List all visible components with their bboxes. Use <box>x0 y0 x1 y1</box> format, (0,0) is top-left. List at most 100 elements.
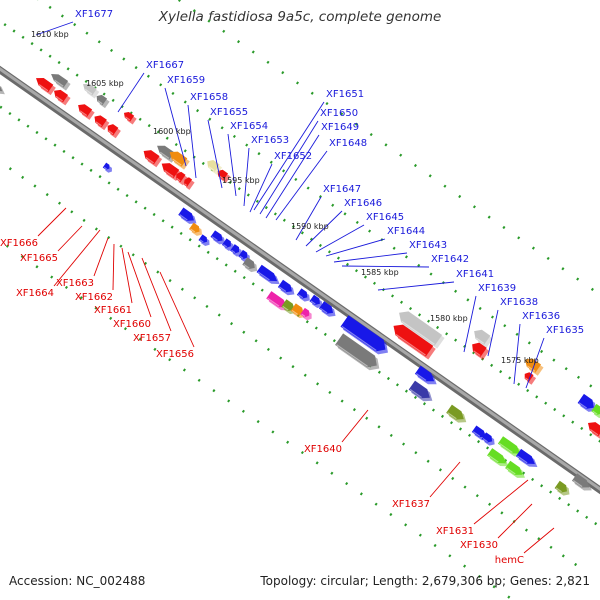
gene-feature[interactable] <box>51 74 71 91</box>
forward-gene-label[interactable]: XF1651 <box>326 89 364 100</box>
reverse-gene-label[interactable]: hemC <box>495 555 524 566</box>
gene-feature[interactable] <box>198 234 210 247</box>
gene-feature[interactable] <box>0 76 5 95</box>
forward-gene-label[interactable]: XF1667 <box>146 60 184 71</box>
reverse-gene-label[interactable]: XF1640 <box>304 444 342 455</box>
reverse-gene-label[interactable]: XF1663 <box>56 278 94 289</box>
gene-feature[interactable] <box>256 264 280 285</box>
gene-highlight <box>592 410 598 415</box>
gene-feature[interactable] <box>393 324 436 360</box>
gene-feature[interactable] <box>515 448 538 467</box>
gene-feature[interactable] <box>96 94 110 109</box>
forward-gene-label[interactable]: XF1652 <box>274 151 312 162</box>
gene-body <box>210 230 223 242</box>
gene-feature[interactable] <box>399 311 445 349</box>
forward-gene-label[interactable]: XF1638 <box>500 297 538 308</box>
gene-feature[interactable] <box>210 230 226 245</box>
reverse-gene-label[interactable]: XF1661 <box>94 305 132 316</box>
reverse-gene-label[interactable]: XF1637 <box>392 499 430 510</box>
gene-feature[interactable] <box>123 111 137 125</box>
forward-gene-label[interactable]: XF1641 <box>456 269 494 280</box>
gene-feature[interactable] <box>524 372 537 385</box>
gene-feature[interactable] <box>340 315 388 355</box>
forward-label-leader <box>305 210 343 247</box>
gene-body <box>487 448 507 464</box>
gene-feature[interactable] <box>94 115 110 131</box>
gene-feature[interactable] <box>78 104 95 120</box>
forward-gene-label[interactable]: XF1659 <box>167 75 205 86</box>
gene-feature[interactable] <box>335 333 380 371</box>
gene-feature[interactable] <box>107 124 121 139</box>
gene-feature[interactable] <box>242 257 258 273</box>
reverse-gene-label[interactable]: XF1631 <box>436 526 474 537</box>
gene-feature[interactable] <box>577 393 597 412</box>
gene-feature[interactable] <box>587 422 600 439</box>
gene-highlight <box>179 214 188 221</box>
reverse-gene-label[interactable]: XF1630 <box>460 540 498 551</box>
forward-gene-label[interactable]: XF1654 <box>230 121 268 132</box>
gene-highlight <box>164 170 174 178</box>
forward-gene-label[interactable]: XF1658 <box>190 92 228 103</box>
gene-feature[interactable] <box>143 150 163 168</box>
reverse-gene-label[interactable]: XF1657 <box>133 333 171 344</box>
forward-gene-label[interactable]: XF1647 <box>323 184 361 195</box>
forward-gene-label[interactable]: XF1643 <box>409 240 447 251</box>
forward-gene-label[interactable]: XF1655 <box>210 107 248 118</box>
forward-gene-label[interactable]: XF1635 <box>546 325 584 336</box>
gene-feature[interactable] <box>189 222 203 236</box>
gene-highlight <box>125 116 131 121</box>
gene-body <box>0 86 3 92</box>
gene-feature[interactable] <box>525 358 544 376</box>
gene-feature[interactable] <box>554 480 570 496</box>
gene-feature[interactable] <box>497 436 523 457</box>
gene-feature[interactable] <box>277 279 295 296</box>
reverse-gene-label[interactable]: XF1664 <box>16 288 54 299</box>
gene-feature[interactable] <box>487 448 509 467</box>
gene-feature[interactable] <box>318 301 336 317</box>
reverse-gene-label[interactable]: XF1662 <box>75 292 113 303</box>
gene-feature[interactable] <box>176 171 189 186</box>
forward-gene-label[interactable]: XF1649 <box>321 122 359 133</box>
gene-feature[interactable] <box>102 162 112 173</box>
gene-feature[interactable] <box>230 244 242 257</box>
reverse-gene-label[interactable]: XF1660 <box>113 319 151 330</box>
gene-feature[interactable] <box>446 404 467 423</box>
gene-highlight <box>395 333 426 356</box>
gene-feature[interactable] <box>505 460 525 478</box>
gene-feature[interactable] <box>481 432 495 446</box>
gene-feature[interactable] <box>183 177 195 190</box>
gene-feature[interactable] <box>54 89 71 106</box>
gene-feature[interactable] <box>408 380 433 402</box>
forward-gene-label[interactable]: XF1645 <box>366 212 404 223</box>
forward-gene-label[interactable]: XF1646 <box>344 198 382 209</box>
gene-highlight <box>482 438 488 443</box>
gene-feature[interactable] <box>83 83 100 99</box>
forward-gene-label[interactable]: XF1642 <box>431 254 469 265</box>
gene-feature[interactable] <box>472 342 490 360</box>
gene-feature[interactable] <box>571 473 592 491</box>
forward-gene-label[interactable]: XF1644 <box>387 226 425 237</box>
gene-highlight <box>223 244 228 248</box>
gene-body <box>161 163 180 179</box>
gene-feature[interactable] <box>591 403 600 419</box>
reverse-gene-label[interactable]: XF1666 <box>0 238 38 249</box>
forward-gene-label[interactable]: XF1639 <box>478 283 516 294</box>
gene-feature[interactable] <box>300 307 312 321</box>
forward-gene-label[interactable]: XF1650 <box>320 108 358 119</box>
forward-gene-label[interactable]: XF1653 <box>251 135 289 146</box>
gene-body <box>472 342 487 357</box>
forward-gene-label[interactable]: XF1677 <box>75 9 113 20</box>
gene-feature[interactable] <box>221 238 234 251</box>
gene-body <box>505 460 523 475</box>
reverse-gene-label[interactable]: XF1656 <box>156 349 194 360</box>
gene-feature[interactable] <box>309 294 323 308</box>
gene-feature[interactable] <box>35 78 56 96</box>
forward-gene-label[interactable]: XF1636 <box>522 311 560 322</box>
reverse-label-leader <box>497 503 533 539</box>
reverse-gene-label[interactable]: XF1665 <box>20 253 58 264</box>
forward-gene-label[interactable]: XF1648 <box>329 138 367 149</box>
gene-feature[interactable] <box>178 207 197 224</box>
gene-feature[interactable] <box>296 288 310 302</box>
gene-feature[interactable] <box>414 365 437 385</box>
gene-feature[interactable] <box>474 329 493 348</box>
